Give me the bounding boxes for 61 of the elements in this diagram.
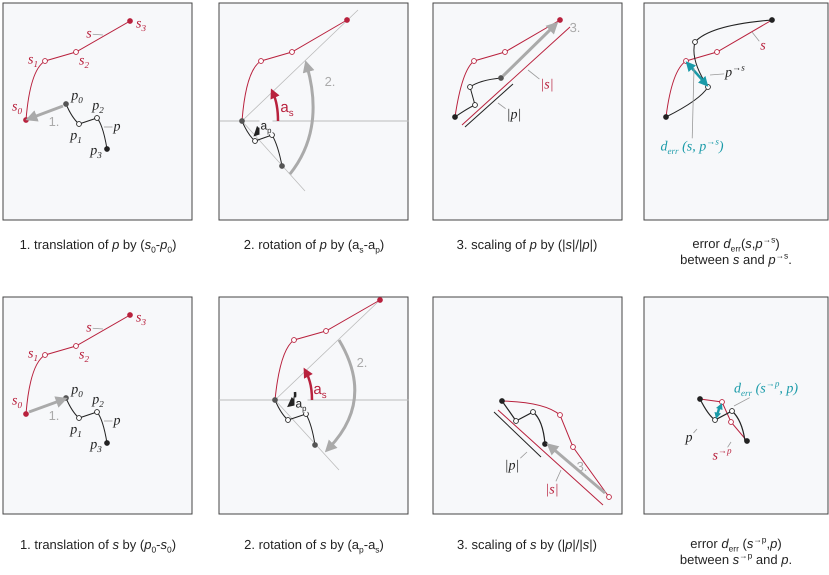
point-label: s$_{2}$ xyxy=(79,53,89,69)
step-number: 1. xyxy=(48,114,60,130)
curve-label: p xyxy=(686,430,692,446)
angle-label: a$_{s}$ xyxy=(313,382,327,398)
curve-label: |p| xyxy=(506,107,522,123)
point-label: p$_{1}$ xyxy=(70,128,82,144)
caption: 1. translation of s by (p$_{0}$-s$_{0}$) xyxy=(20,538,176,552)
point-label: s$_{1}$ xyxy=(28,52,38,68)
leader-line xyxy=(556,470,562,482)
step-number: 3. xyxy=(570,20,580,36)
curve-label: s xyxy=(86,26,92,42)
leader-line xyxy=(734,397,750,406)
point-label: s$_{0}$ xyxy=(12,393,22,409)
caption: 1. translation of p by (s$_{0}$-p$_{0}$) xyxy=(20,238,176,252)
leader-line xyxy=(520,452,528,459)
angle-label: a$_{p}$ xyxy=(259,119,273,135)
caption: 3. scaling of p by (|s|/|p|) xyxy=(456,238,598,252)
angle-label: a$_{s}$ xyxy=(280,100,294,116)
leader-line xyxy=(528,70,540,80)
curve-label: s$^{→p}$ xyxy=(712,448,732,464)
point-label: p$_{1}$ xyxy=(70,422,82,438)
point-label: p$_{3}$ xyxy=(90,143,102,159)
curve-label: |s| xyxy=(545,482,559,498)
point-label: p$_{2}$ xyxy=(92,98,104,114)
leader-line xyxy=(692,68,694,139)
curve-label: p xyxy=(114,119,120,135)
point-label: s$_{0}$ xyxy=(12,99,22,115)
point-label: p$_{0}$ xyxy=(71,88,83,104)
curve-label: p$^{→s}$ xyxy=(725,65,745,81)
leader-line xyxy=(92,34,104,36)
leader-line xyxy=(92,328,104,330)
point-label: s$_{1}$ xyxy=(28,346,38,362)
step-number: 2. xyxy=(356,356,368,370)
caption: error d$_{err}$ (s$^{→p}$,p) between s$^{→p}$ and p. xyxy=(678,536,794,568)
point-label: s$_{2}$ xyxy=(79,347,89,363)
caption: error d$_{err}$(s,p$^{→s}$) between s and p$^{→s}$. xyxy=(679,236,793,268)
curve-label: p xyxy=(114,413,120,429)
curve-label: |s| xyxy=(540,77,554,93)
step-number: 1. xyxy=(48,408,60,424)
caption: 3. scaling of s by (|p|/|s|) xyxy=(457,538,597,552)
angle-label: a$_{p}$ xyxy=(294,397,308,413)
curve-label: s xyxy=(760,38,766,54)
curve-label: |p| xyxy=(504,458,520,474)
curve-label: s xyxy=(86,320,92,336)
step-number: 2. xyxy=(324,74,336,90)
curve-label: d$_{err}$ (s, p$^{→s}$) xyxy=(660,139,724,155)
leader-line xyxy=(752,32,760,42)
caption: 2. rotation of s by (a$_{p}$-a$_{s}$) xyxy=(244,538,384,552)
caption: 2. rotation of p by (a$_{s}$-a$_{p}$) xyxy=(244,238,384,252)
point-label: p$_{2}$ xyxy=(92,392,104,408)
leader-line xyxy=(104,420,113,422)
point-label: s$_{3}$ xyxy=(136,310,146,326)
leader-line xyxy=(693,428,698,434)
leader-line xyxy=(727,442,732,448)
point-label: s$_{3}$ xyxy=(136,16,146,32)
leader-line xyxy=(498,102,506,110)
leader-line xyxy=(104,126,113,128)
curve-label: d$_{err}$ (s$^{→p}$, p) xyxy=(734,381,798,397)
point-label: p$_{3}$ xyxy=(90,437,102,453)
point-label: p$_{0}$ xyxy=(71,382,83,398)
leader-line xyxy=(710,73,725,76)
